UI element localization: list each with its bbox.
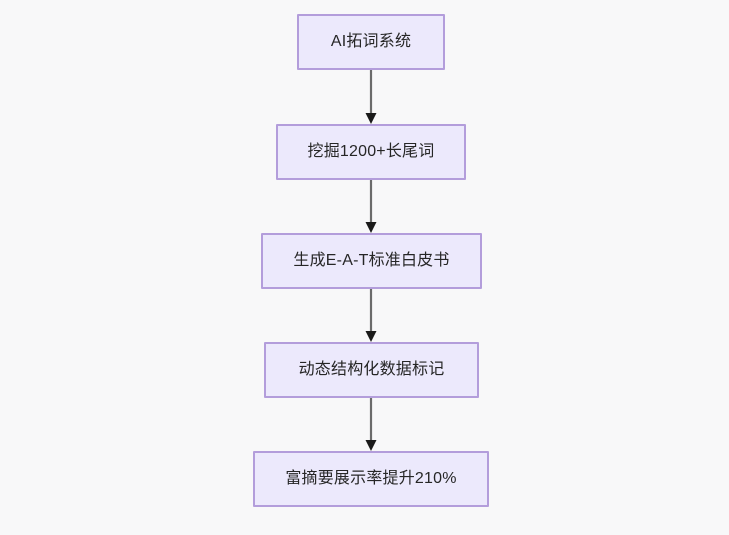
flow-node-rich-snippet-uplift[interactable]: 富摘要展示率提升210% bbox=[253, 451, 489, 507]
flow-node-dynamic-structured-data[interactable]: 动态结构化数据标记 bbox=[264, 342, 479, 398]
flow-edge-n3-n4 bbox=[356, 289, 386, 342]
flow-node-generate-eat-whitepaper[interactable]: 生成E-A-T标准白皮书 bbox=[261, 233, 482, 289]
flow-node-ai-keyword-system[interactable]: AI拓词系统 bbox=[297, 14, 445, 70]
flow-edge-n4-n5 bbox=[356, 397, 386, 451]
flow-node-label: 动态结构化数据标记 bbox=[298, 361, 445, 378]
arrowhead-icon bbox=[365, 113, 377, 124]
arrowhead-icon bbox=[365, 440, 377, 451]
flow-node-mine-longtail-keywords[interactable]: 挖掘1200+长尾词 bbox=[276, 124, 466, 180]
arrowhead-icon bbox=[365, 331, 377, 342]
flow-edge-n2-n3 bbox=[356, 180, 386, 233]
flow-edge-n1-n2 bbox=[356, 70, 386, 124]
flow-node-label: 挖掘1200+长尾词 bbox=[307, 143, 435, 160]
flow-node-label: 生成E-A-T标准白皮书 bbox=[293, 252, 450, 269]
flow-node-label: AI拓词系统 bbox=[330, 33, 412, 50]
arrowhead-icon bbox=[365, 222, 377, 233]
flow-node-label: 富摘要展示率提升210% bbox=[285, 470, 457, 487]
